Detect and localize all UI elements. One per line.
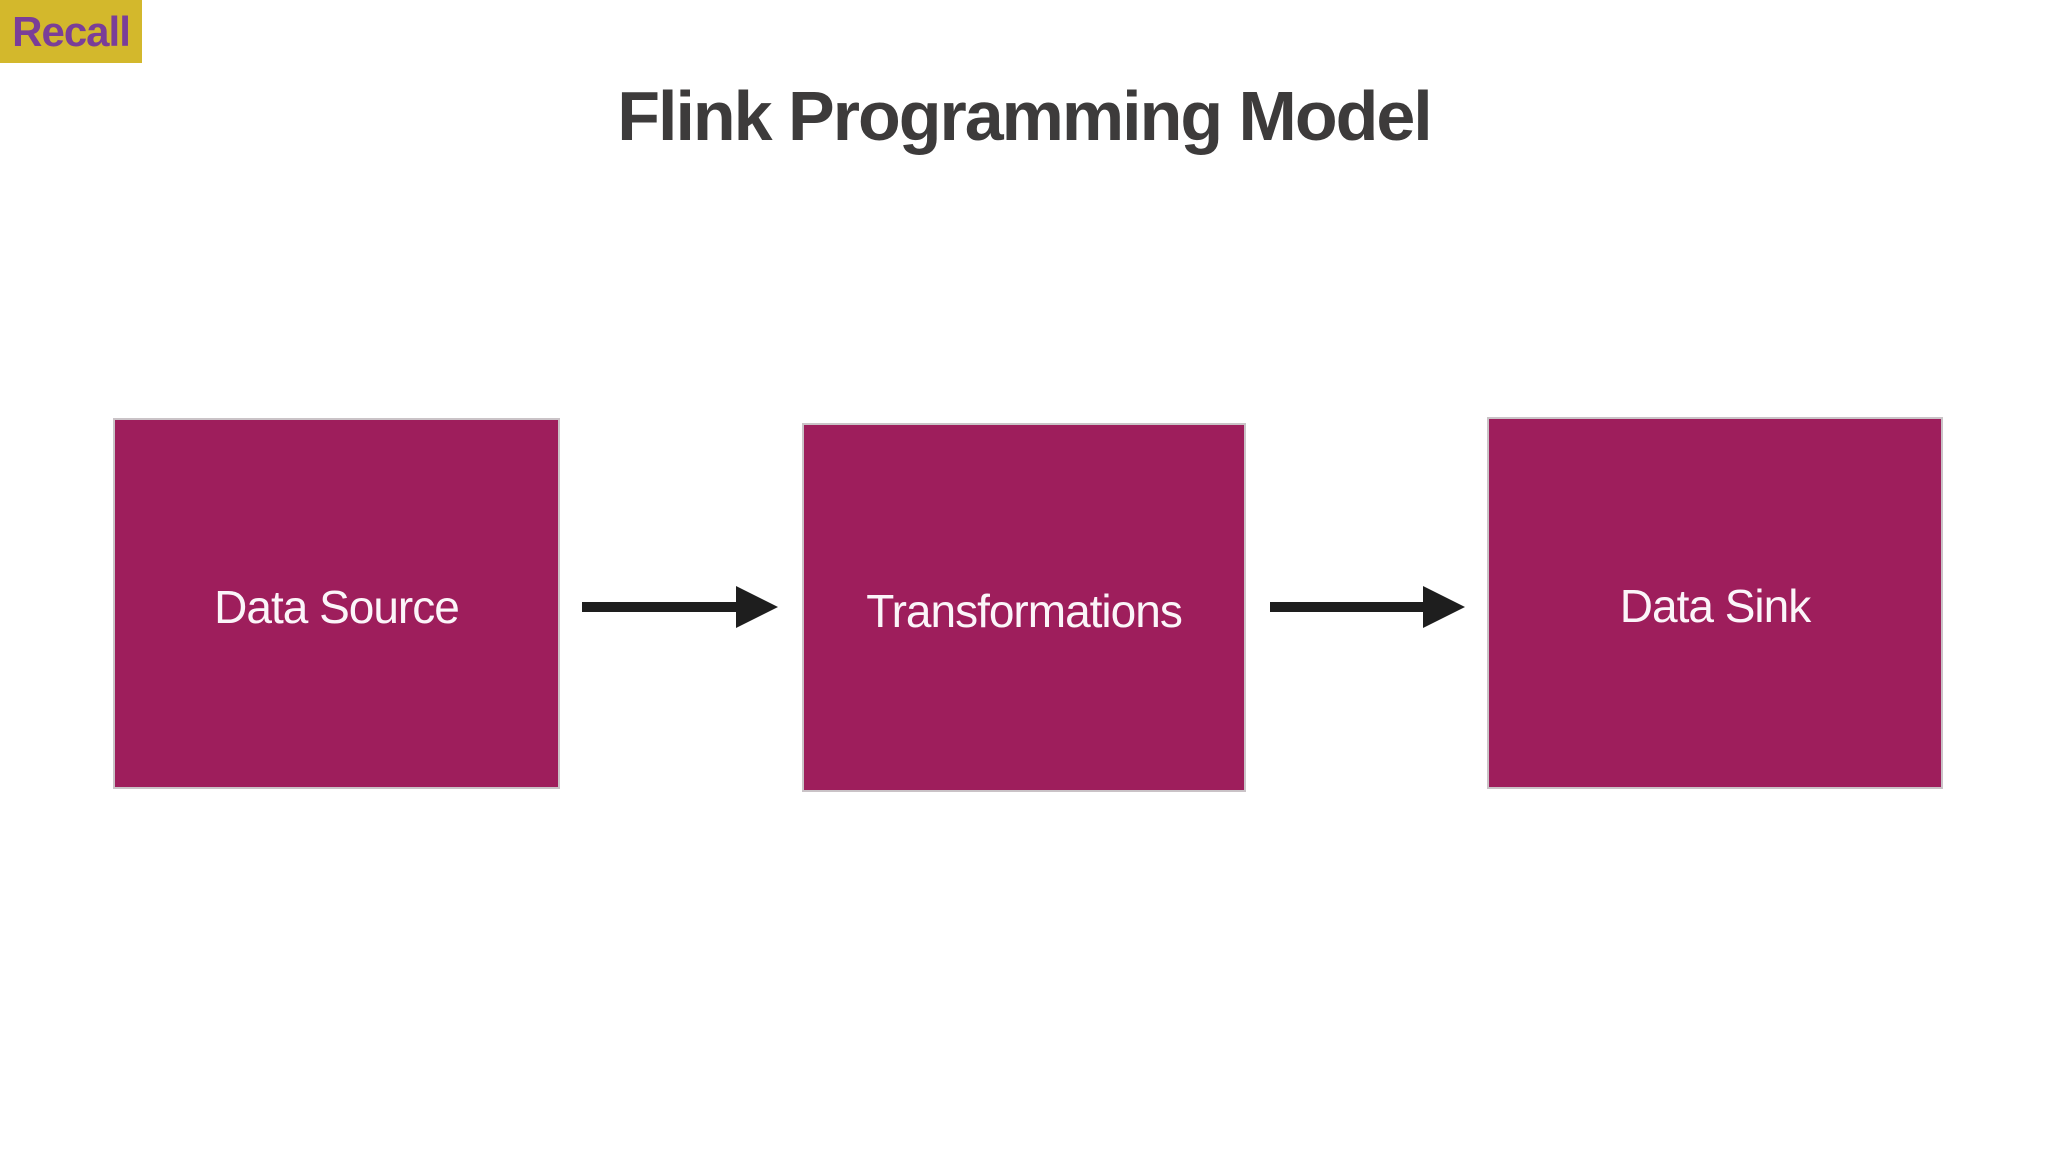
arrow-shaft [1270,602,1425,612]
recall-badge: Recall [0,0,142,63]
node-data-source-label: Data Source [214,580,460,633]
arrow-right-icon [736,586,778,628]
node-data-sink-label: Data Sink [1619,580,1811,632]
arrow-shaft [582,602,738,612]
node-data-sink: Data Sink [1487,417,1943,789]
node-transformations: Transformations [802,423,1246,792]
page-title: Flink Programming Model [617,77,1433,155]
recall-badge-label: Recall [12,7,131,55]
node-data-source: Data Source [113,418,560,789]
node-transformations-label: Transformations [866,584,1183,637]
arrow-right-icon [1423,586,1465,628]
